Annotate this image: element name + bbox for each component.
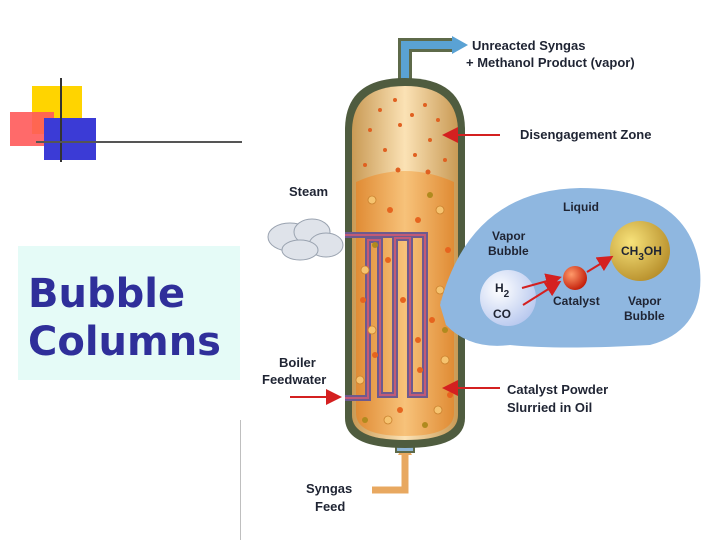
label-syngas-line1: Syngas bbox=[306, 481, 352, 496]
slide-title: Bubble Columns bbox=[28, 270, 240, 366]
divider-line bbox=[240, 420, 241, 540]
label-co: CO bbox=[493, 307, 511, 321]
label-boiler-line2: Feedwater bbox=[262, 372, 326, 387]
label-vapor-bubble-right-2: Bubble bbox=[624, 309, 665, 323]
label-vapor-bubble-left-2: Bubble bbox=[488, 244, 529, 258]
label-vapor-bubble-right-1: Vapor bbox=[628, 294, 662, 308]
blue-square-decoration bbox=[44, 118, 96, 160]
label-vapor-bubble-left-1: Vapor bbox=[492, 229, 526, 243]
reactor-vessel bbox=[345, 78, 465, 448]
label-disengagement-zone: Disengagement Zone bbox=[520, 127, 651, 142]
label-steam: Steam bbox=[289, 184, 328, 199]
label-liquid: Liquid bbox=[563, 200, 599, 214]
title-box: Bubble Columns bbox=[18, 246, 240, 380]
label-outlet-line2: + Methanol Product (vapor) bbox=[466, 55, 635, 70]
label-outlet-line1: Unreacted Syngas bbox=[472, 38, 585, 53]
label-catalyst: Catalyst bbox=[553, 294, 600, 308]
label-catalyst-powder-line1: Catalyst Powder bbox=[507, 382, 608, 397]
label-boiler-line1: Boiler bbox=[279, 355, 316, 370]
vertical-rule bbox=[60, 78, 62, 162]
horizontal-rule bbox=[36, 141, 242, 143]
label-syngas-line2: Feed bbox=[315, 499, 345, 514]
catalyst-particle bbox=[563, 266, 587, 290]
bubble-column-diagram: Unreacted Syngas + Methanol Product (vap… bbox=[250, 0, 720, 540]
steam-cloud bbox=[268, 219, 343, 260]
label-catalyst-powder-line2: Slurried in Oil bbox=[507, 400, 592, 415]
